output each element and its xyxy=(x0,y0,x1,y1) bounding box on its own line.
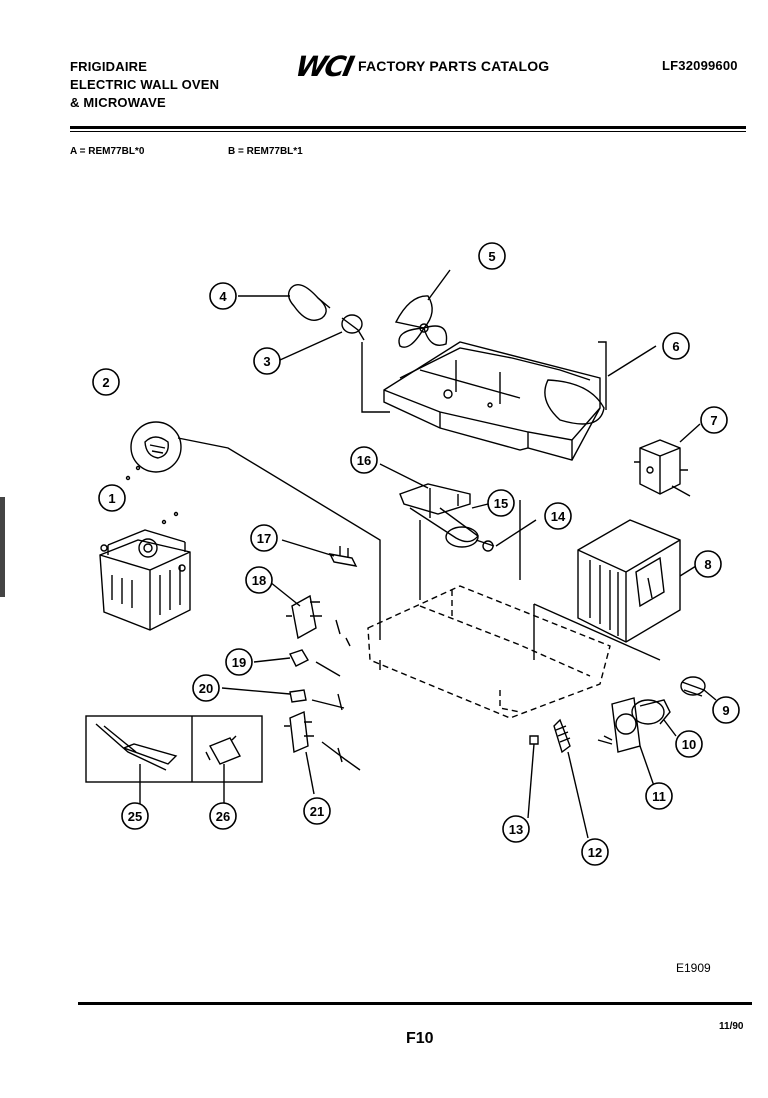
monitor-switch-part xyxy=(284,710,361,795)
lamp-part xyxy=(238,284,331,321)
door-switch-c-part xyxy=(221,687,345,711)
footer-rule xyxy=(78,1002,752,1005)
callout-26: 26 xyxy=(216,809,230,824)
callout-18: 18 xyxy=(252,573,266,588)
callout-2: 2 xyxy=(102,375,109,390)
page-number: F10 xyxy=(406,1030,434,1047)
brand-block: FRIGIDAIRE ELECTRIC WALL OVEN & MICROWAV… xyxy=(70,58,219,112)
callout-25: 25 xyxy=(128,809,142,824)
model-b: B = REM77BL*1 xyxy=(228,146,303,157)
callout-21: 21 xyxy=(310,804,324,819)
revision-date: 11/90 xyxy=(719,1021,744,1032)
fuse-part xyxy=(631,699,677,737)
callout-5: 5 xyxy=(488,249,495,264)
callout-3: 3 xyxy=(263,354,270,369)
header-rule xyxy=(70,126,746,129)
header-rule-thin xyxy=(70,131,746,132)
catalog-number: LF32099600 xyxy=(662,58,738,73)
grommet-part xyxy=(130,421,381,640)
product-line: ELECTRIC WALL OVEN xyxy=(70,77,220,92)
callout-19: 19 xyxy=(232,655,246,670)
callout-17: 17 xyxy=(257,531,271,546)
brand-name: FRIGIDAIRE xyxy=(70,59,148,74)
callout-9: 9 xyxy=(722,703,729,718)
scan-edge-mark xyxy=(0,497,5,597)
transformer-part xyxy=(533,519,697,661)
callout-15: 15 xyxy=(494,496,508,511)
fan-blade-part xyxy=(394,269,451,348)
magnetron-part xyxy=(99,529,191,631)
callout-14: 14 xyxy=(551,509,566,524)
switch-assembly-part xyxy=(634,423,701,497)
callout-12: 12 xyxy=(588,845,602,860)
door-switch-b-part xyxy=(253,649,341,677)
screw-part xyxy=(553,718,589,839)
callout-13: 13 xyxy=(509,822,523,837)
model-a: A = REM77BL*0 xyxy=(70,146,145,157)
capacitor-part xyxy=(379,463,537,580)
callout-1: 1 xyxy=(108,491,115,506)
callout-7: 7 xyxy=(710,413,717,428)
callout-10: 10 xyxy=(682,737,696,752)
catalog-title: FACTORY PARTS CATALOG xyxy=(358,58,550,74)
lamp-socket-part xyxy=(279,314,390,413)
thermal-cutout-part xyxy=(281,539,358,567)
callout-16: 16 xyxy=(357,453,371,468)
product-line-2: & MICROWAVE xyxy=(70,95,166,110)
drawing-code: E1909 xyxy=(676,961,711,975)
nut-part xyxy=(527,735,539,819)
base-plate-part xyxy=(367,585,611,719)
fuse-holder-part xyxy=(680,676,717,701)
fuse-bracket-part xyxy=(597,697,655,787)
inset-box xyxy=(85,715,263,806)
door-switch-a-part xyxy=(269,581,351,647)
callout-11: 11 xyxy=(652,789,666,804)
fan-bracket-part xyxy=(383,341,657,461)
callout-6: 6 xyxy=(672,339,679,354)
callout-20: 20 xyxy=(199,681,213,696)
callout-4: 4 xyxy=(219,289,227,304)
callout-8: 8 xyxy=(704,557,711,572)
